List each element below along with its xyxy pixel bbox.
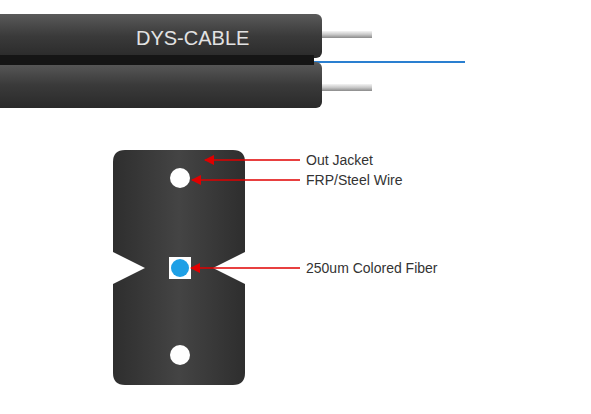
cable-jacket xyxy=(0,62,322,108)
fiber-hole xyxy=(169,257,191,279)
fiber xyxy=(310,61,465,63)
fiber-section xyxy=(171,259,189,277)
steel-wire xyxy=(320,31,372,38)
cable-neck xyxy=(0,55,314,65)
wire-section xyxy=(170,345,190,365)
leader-line xyxy=(191,267,300,269)
cable-jacket xyxy=(0,14,322,58)
part-label: Out Jacket xyxy=(306,152,373,168)
leader-line xyxy=(205,159,300,161)
part-label: FRP/Steel Wire xyxy=(306,172,402,188)
steel-wire xyxy=(320,84,372,91)
cable-marking: DYS-CABLE xyxy=(136,27,249,50)
leader-line xyxy=(192,179,300,181)
part-label: 250um Colored Fiber xyxy=(306,260,438,276)
wire-section xyxy=(170,168,190,188)
